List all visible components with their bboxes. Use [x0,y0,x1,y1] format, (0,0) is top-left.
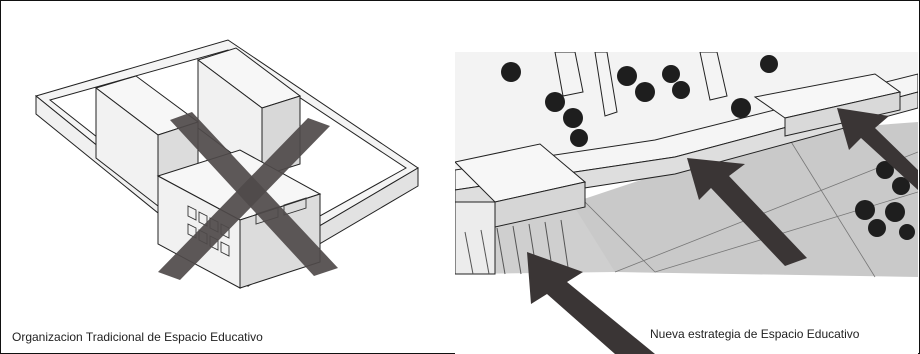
left-caption: Organizacion Tradicional de Espacio Educ… [12,330,263,344]
new-strategy-drawing [455,52,918,354]
new-strategy-illustration [455,52,918,354]
traditional-school-illustration [8,18,428,338]
right-caption: Nueva estrategia de Espacio Educativo [650,327,859,341]
traditional-school-drawing [8,18,428,338]
